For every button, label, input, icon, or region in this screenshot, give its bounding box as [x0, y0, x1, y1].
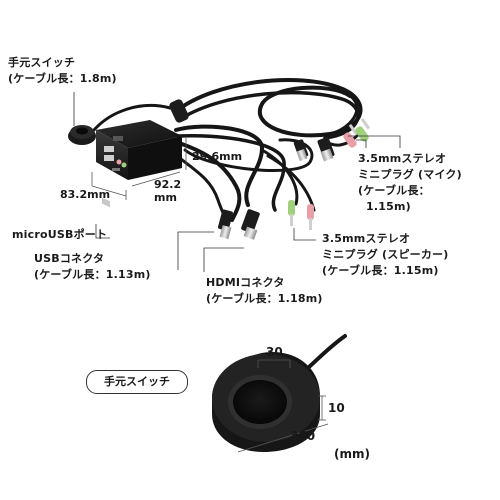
ferrite-core: [169, 99, 189, 123]
switch-small: [68, 125, 96, 145]
hdmi-connector-label-line1: HDMIコネクタ: [206, 276, 285, 289]
mic-plug-label-line4: 1.15m): [366, 200, 411, 213]
switch-title-tag: 手元スイッチ: [86, 370, 188, 394]
speaker-plug-label-line2: ミニプラグ (スピーカー): [322, 248, 449, 261]
switch-dimension-lines: [237, 359, 329, 453]
device-depth-unit: mm: [154, 191, 177, 204]
cable-bundle: [92, 78, 364, 228]
usb-connector-label-line2: (ケーブル長：1.13m): [34, 268, 151, 281]
switch-height-dimension: 10: [328, 401, 345, 415]
mic-plug-label-line1: 3.5mmステレオ: [358, 152, 447, 165]
kvm-device: [96, 120, 182, 208]
switch-width-dimension: 30: [266, 345, 283, 359]
switch-cable-label: (ケーブル長：1.8m): [8, 72, 117, 85]
device-depth-dimension: 92.2: [154, 178, 182, 191]
leader-lines: [73, 92, 401, 272]
usb-connector-label-line1: USBコネクタ: [34, 252, 105, 265]
lower-plugs: [218, 200, 314, 240]
mic-plug-label-line2: ミニプラグ (マイク): [358, 168, 462, 181]
device-width-dimension: 83.2mm: [60, 188, 111, 201]
upper-plugs: [293, 117, 371, 162]
speaker-plug-label-line3: (ケーブル長：1.15m): [322, 264, 439, 277]
hdmi-connector-label-line2: (ケーブル長：1.18m): [206, 292, 323, 305]
switch-name-label: 手元スイッチ: [8, 56, 76, 69]
switch-cable-dimension: 350: [290, 429, 316, 443]
device-height-dimension: 29.6mm: [192, 150, 243, 163]
switch-large: [212, 334, 347, 452]
speaker-plug-label-line1: 3.5mmステレオ: [322, 232, 411, 245]
mic-plug-label-line3: (ケーブル長：: [358, 184, 430, 197]
microusb-port-label: microUSBポート: [12, 228, 108, 241]
device-dimension-lines: [91, 138, 187, 200]
unit-label: (mm): [334, 447, 370, 461]
